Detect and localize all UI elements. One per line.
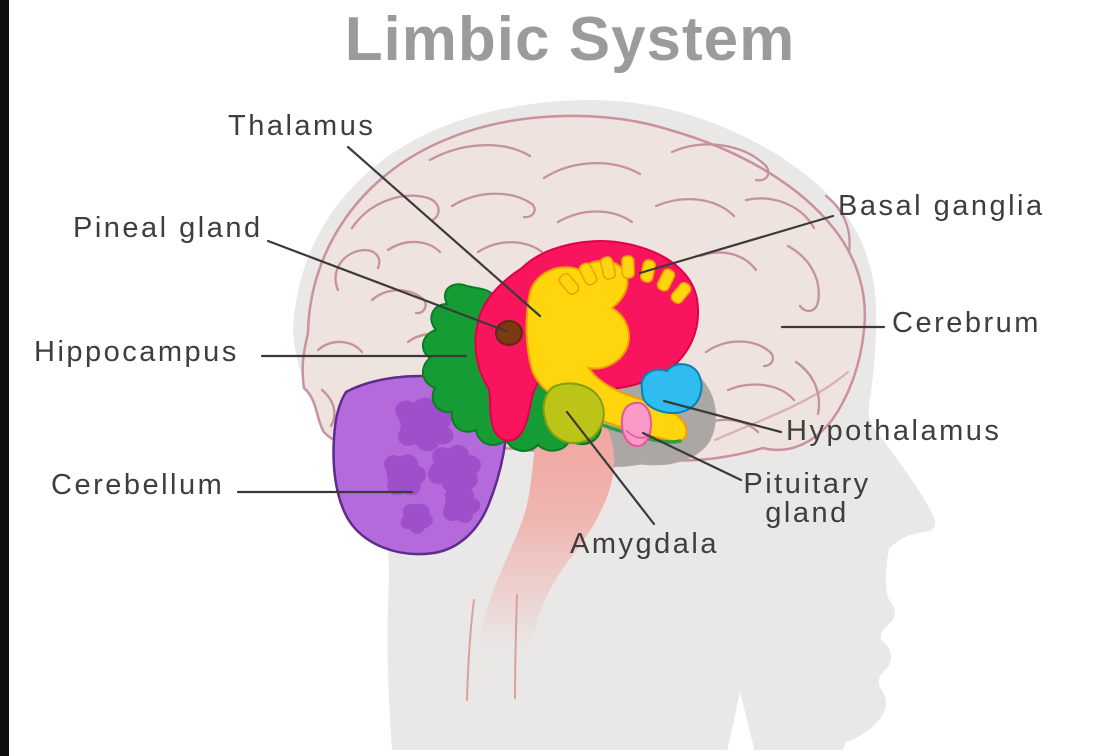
neck-fold-highlight (727, 692, 755, 752)
leader-thalamus (346, 145, 542, 318)
screen-edge-bar (0, 0, 9, 756)
label-amygdala: Amygdala (570, 528, 719, 560)
brainstem-shape (469, 399, 615, 744)
cerebellum-pattern (384, 397, 481, 534)
label-cerebellum: Cerebellum (51, 469, 225, 501)
leader-lines (236, 145, 886, 526)
pineal-gland-shape (495, 320, 523, 346)
pituitary-gland-shape (620, 401, 653, 448)
leader-hypothalamus (662, 399, 783, 434)
pituitary-detail-line (625, 429, 648, 439)
caudate-dashes (558, 255, 692, 304)
leader-amygdala (565, 410, 656, 526)
label-cerebrum: Cerebrum (892, 307, 1041, 339)
diagram-title: Limbic System (344, 5, 796, 74)
label-thalamus: Thalamus (228, 110, 376, 142)
label-pineal-gland: Pineal gland (73, 212, 263, 244)
hypothalamus-shape (640, 363, 703, 414)
label-pituitary-gland: Pituitary gland (743, 468, 871, 529)
spinal-cord-lines (466, 594, 518, 701)
leader-pineal-gland (266, 239, 508, 333)
leader-basal-ganglia (638, 214, 835, 275)
label-hippocampus: Hippocampus (34, 336, 239, 368)
label-hypothalamus: Hypothalamus (786, 415, 1002, 447)
amygdala-shape (542, 382, 605, 444)
label-basal-ganglia: Basal ganglia (838, 190, 1045, 222)
leader-pituitary-gland (641, 431, 743, 482)
